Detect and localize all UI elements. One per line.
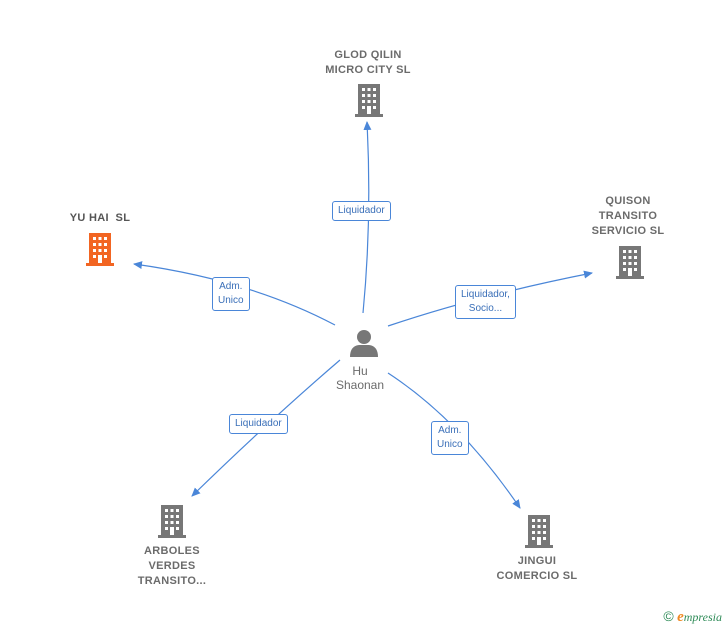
building-icon[interactable]	[86, 233, 114, 266]
edge-label-glod-qilin: Liquidador	[332, 201, 391, 221]
brand-footer[interactable]: © empresia	[663, 608, 722, 626]
brand-name: mpresia	[683, 610, 722, 624]
company-label-glod-qilin[interactable]: GLOD QILIN MICRO CITY SL	[325, 49, 411, 76]
building-icon[interactable]	[355, 84, 383, 117]
edge-label-yu-hai: Adm. Unico	[212, 277, 250, 311]
edge-label-jingui: Adm. Unico	[431, 421, 469, 455]
person-icon[interactable]	[350, 330, 378, 357]
company-label-yu-hai[interactable]: YU HAI SL	[69, 212, 131, 224]
person-name[interactable]: Hu Shaonan	[335, 364, 385, 392]
edge-label-arboles: Liquidador	[229, 414, 288, 434]
company-label-quison[interactable]: QUISON TRANSITO SERVICIO SL	[591, 195, 665, 237]
building-icon[interactable]	[158, 505, 186, 538]
building-icon[interactable]	[525, 515, 553, 548]
copyright-icon: ©	[663, 608, 674, 624]
building-icon[interactable]	[616, 246, 644, 279]
company-label-jingui[interactable]: JINGUI COMERCIO SL	[496, 555, 578, 582]
company-label-arboles[interactable]: ARBOLES VERDES TRANSITO...	[137, 545, 207, 587]
brand-logo-e: e	[677, 609, 684, 625]
edge-label-quison: Liquidador, Socio...	[455, 285, 516, 319]
